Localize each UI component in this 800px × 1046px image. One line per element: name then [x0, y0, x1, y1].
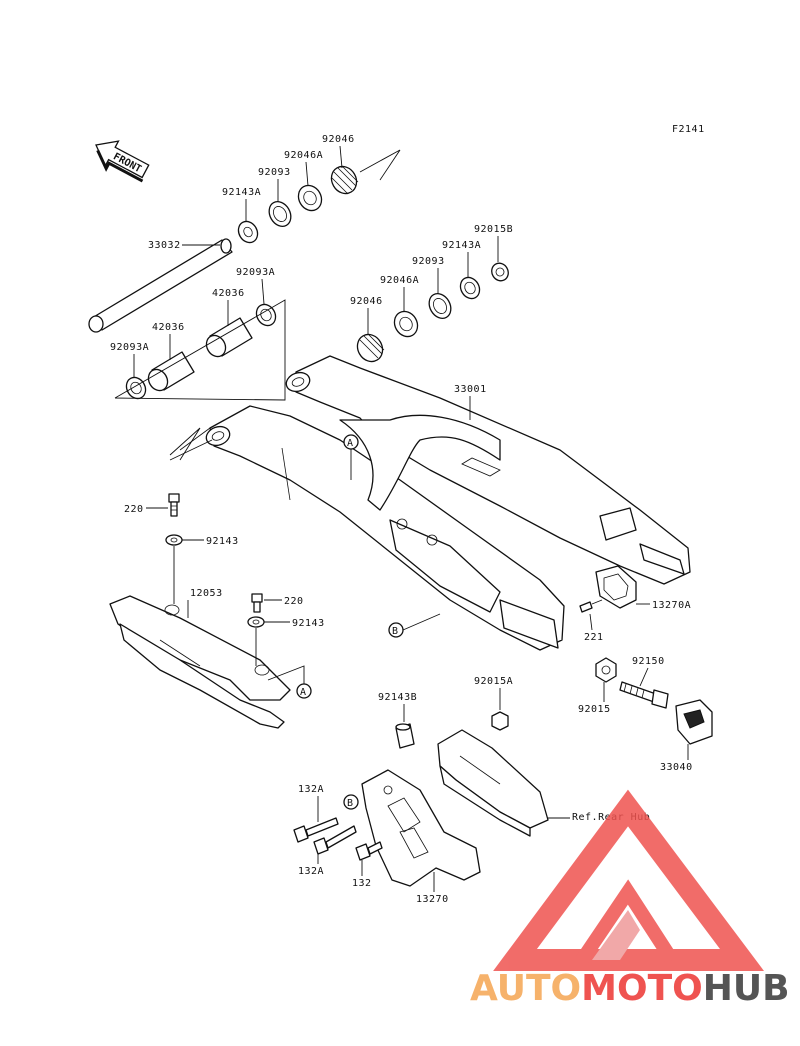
ref-marker-a-top: A	[343, 434, 359, 480]
ref-marker-a-slider: A	[267, 665, 312, 699]
bolt-220-a	[168, 493, 180, 517]
seal-92093A-mid	[255, 303, 277, 327]
right-bearing-stack	[356, 262, 509, 363]
needle-bearing-92046	[330, 165, 358, 195]
label-33001: 33001	[454, 384, 487, 395]
label-92093A-low: 92093A	[110, 342, 149, 353]
label-13270: 13270	[416, 894, 449, 905]
label-92093A-mid: 92093A	[236, 267, 275, 278]
seal-92093	[268, 201, 292, 227]
bearing-92046A	[297, 184, 323, 212]
washer-92143-a	[165, 534, 183, 604]
watermark-text: AUTOMOTOHUB	[470, 968, 790, 1009]
bolt-220-b	[251, 593, 263, 613]
label-92143B: 92143B	[378, 692, 417, 703]
label-12053: 12053	[190, 588, 223, 599]
bearing-92046A-right	[393, 310, 419, 338]
label-92093-right: 92093	[412, 256, 445, 267]
label-92015: 92015	[578, 704, 611, 715]
label-92015B: 92015B	[474, 224, 513, 235]
label-92046A-top: 92046A	[284, 150, 323, 161]
label-92143A-right: 92143A	[442, 240, 481, 251]
collar-92143A-right	[459, 276, 481, 300]
label-132A-top: 132A	[298, 784, 324, 795]
svg-text:A: A	[347, 438, 354, 449]
label-33040: 33040	[660, 762, 693, 773]
label-13270A: 13270A	[652, 600, 691, 611]
chain-guide-block	[437, 729, 570, 837]
label-92143-a: 92143	[206, 536, 239, 547]
swingarm-33001	[169, 355, 691, 651]
plate-13270A	[595, 565, 637, 609]
label-42036-upper: 42036	[212, 288, 245, 299]
watermark-auto: AUTO	[470, 968, 581, 1009]
ref-marker-b-guide: B	[347, 798, 354, 809]
pivot-shaft-33032	[88, 238, 233, 333]
bolt-132	[355, 841, 383, 861]
bolt-132A-top	[293, 817, 339, 843]
label-92093-top: 92093	[258, 167, 291, 178]
label-92143A-top: 92143A	[222, 187, 261, 198]
upper-left-bearing-stack	[237, 149, 401, 244]
nut-92015	[595, 657, 617, 683]
label-33032: 33032	[148, 240, 181, 251]
collar-92143B	[395, 723, 415, 749]
label-92046A-right: 92046A	[380, 275, 419, 286]
label-42036-lower: 42036	[152, 322, 185, 333]
screw-221	[579, 599, 603, 613]
nut-92015A	[491, 711, 509, 731]
label-132A-bottom: 132A	[298, 866, 324, 877]
svg-text:A: A	[300, 687, 307, 698]
svg-text:AUTOMOTOHUB: AUTOMOTOHUB	[470, 968, 790, 1009]
figure-code: F2141	[672, 124, 705, 135]
svg-text:B: B	[392, 626, 399, 637]
bolt-92150	[619, 681, 669, 709]
label-92046-top: 92046	[322, 134, 355, 145]
automotohub-logo-icon	[493, 789, 764, 971]
adjuster-block-33040	[675, 699, 713, 745]
nut-92015B	[491, 262, 509, 282]
ref-marker-b-arm: B	[388, 613, 441, 638]
chain-slider-12053	[109, 595, 291, 729]
label-92150: 92150	[632, 656, 665, 667]
label-132: 132	[352, 878, 372, 889]
spacer-collar-stack-left	[114, 299, 286, 401]
label-220-b: 220	[284, 596, 304, 607]
label-92046-right: 92046	[350, 296, 383, 307]
needle-bearing-92046-right	[356, 333, 384, 363]
label-92143-b: 92143	[292, 618, 325, 629]
seal-92093-right	[428, 293, 452, 319]
bolt-132A-bottom	[313, 825, 357, 855]
watermark-moto: MOTO	[581, 968, 703, 1009]
label-92015A: 92015A	[474, 676, 513, 687]
label-220-a: 220	[124, 504, 144, 515]
watermark-hub: HUB	[703, 968, 790, 1009]
label-221: 221	[584, 632, 604, 643]
collar-92143A	[237, 220, 259, 244]
front-arrow-icon: FRONT	[95, 140, 150, 183]
